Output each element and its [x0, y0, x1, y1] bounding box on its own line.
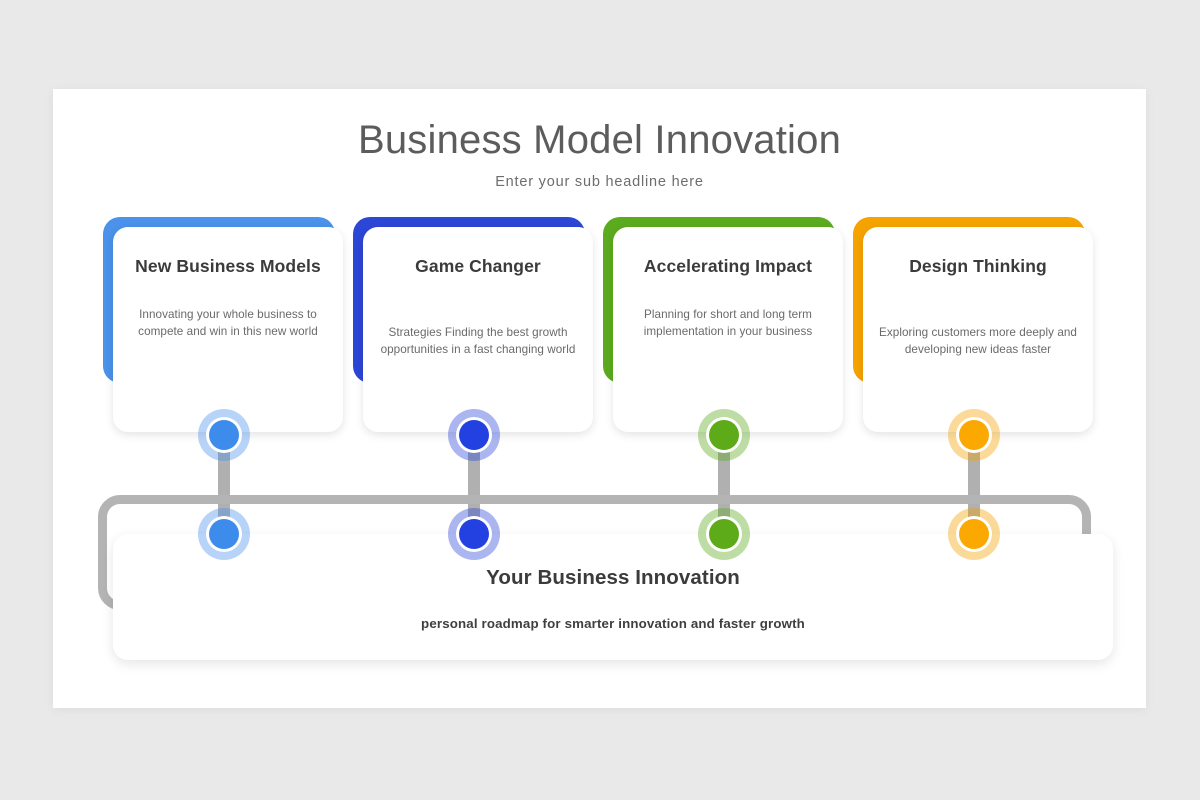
card-body: Accelerating Impact Planning for short a…: [613, 227, 843, 432]
summary-panel: Your Business Innovation personal roadma…: [113, 534, 1113, 660]
node-core: [959, 420, 989, 450]
card-title: Accelerating Impact: [643, 256, 813, 276]
node-core: [709, 420, 739, 450]
milestone-node-top-2[interactable]: [448, 409, 500, 461]
milestone-node-top-4[interactable]: [948, 409, 1000, 461]
connector-stem-4: [968, 435, 980, 534]
node-core: [209, 420, 239, 450]
node-core: [209, 519, 239, 549]
card-description: Innovating your whole business to compet…: [138, 308, 318, 338]
card-title: New Business Models: [135, 256, 321, 276]
slide-canvas: Business Model Innovation Enter your sub…: [53, 89, 1146, 708]
summary-subtitle: personal roadmap for smarter innovation …: [421, 616, 805, 631]
card-description: Strategies Finding the best growth oppor…: [380, 326, 576, 356]
feature-card-4[interactable]: Design Thinking Exploring customers more…: [853, 217, 1093, 432]
card-body: Design Thinking Exploring customers more…: [863, 227, 1093, 432]
card-body: Game Changer Strategies Finding the best…: [363, 227, 593, 432]
node-core: [459, 519, 489, 549]
node-core: [709, 519, 739, 549]
card-body: New Business Models Innovating your whol…: [113, 227, 343, 432]
feature-card-2[interactable]: Game Changer Strategies Finding the best…: [353, 217, 593, 432]
node-core: [959, 519, 989, 549]
card-description: Planning for short and long term impleme…: [643, 308, 813, 338]
card-description: Exploring customers more deeply and deve…: [879, 326, 1077, 356]
connector-stem-1: [218, 435, 230, 534]
feature-card-3[interactable]: Accelerating Impact Planning for short a…: [603, 217, 843, 432]
connector-stem-2: [468, 435, 480, 534]
milestone-node-top-3[interactable]: [698, 409, 750, 461]
milestone-node-bottom-4[interactable]: [948, 508, 1000, 560]
milestone-node-bottom-3[interactable]: [698, 508, 750, 560]
connector-stem-3: [718, 435, 730, 534]
milestone-node-bottom-2[interactable]: [448, 508, 500, 560]
card-title: Game Changer: [415, 256, 541, 276]
page-title: Business Model Innovation: [357, 118, 842, 162]
feature-card-1[interactable]: New Business Models Innovating your whol…: [103, 217, 343, 432]
milestone-node-bottom-1[interactable]: [198, 508, 250, 560]
summary-title: Your Business Innovation: [486, 566, 740, 589]
milestone-node-top-1[interactable]: [198, 409, 250, 461]
page-subtitle: Enter your sub headline here: [495, 174, 704, 190]
card-title: Design Thinking: [909, 256, 1047, 276]
node-core: [459, 420, 489, 450]
